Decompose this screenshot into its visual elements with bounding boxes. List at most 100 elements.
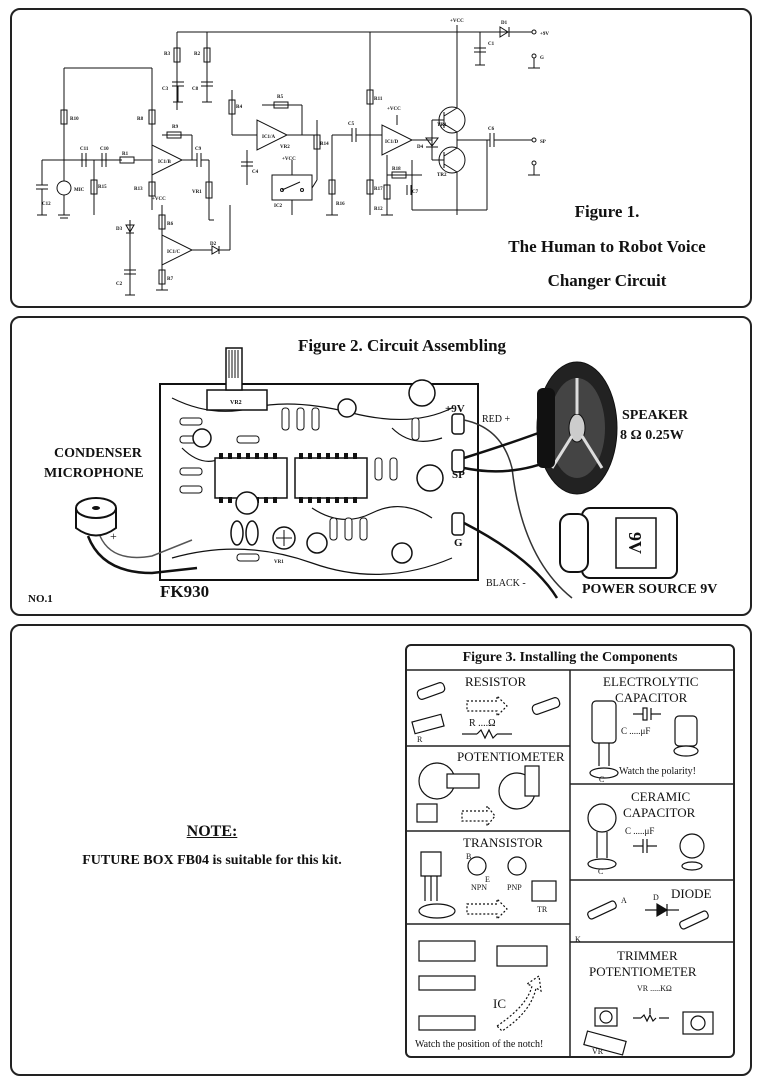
polarity-note: Watch the polarity! — [619, 766, 696, 777]
trans-b-label: B — [466, 852, 471, 861]
cer-c-label: C — [598, 867, 603, 876]
installing-components-box: Figure 3. Installing the Components — [405, 644, 735, 1058]
diode-title: DIODE — [671, 886, 712, 901]
condenser-microphone — [75, 497, 117, 537]
r5-label: R5 — [277, 95, 284, 100]
r10-label: R10 — [70, 117, 79, 122]
res-r-label: R — [417, 735, 423, 744]
black-wire-label: BLACK - — [486, 578, 526, 589]
r3-label: R3 — [164, 52, 171, 57]
assembly-diagram: VR1 VR2 — [75, 347, 678, 599]
page-number: NO.1 — [28, 593, 53, 605]
mic-plus-label: + — [110, 529, 117, 543]
ic1b-label: IC1/B — [158, 160, 171, 165]
c5-label: C5 — [348, 122, 355, 127]
nine-v-label: +9V — [540, 32, 549, 37]
ic1d-label: IC1/D — [385, 140, 398, 145]
ic1d-vcc-label: +VCC — [387, 107, 401, 112]
figure3-panel: NOTE: FUTURE BOX FB04 is suitable for th… — [10, 624, 752, 1076]
resistor-title: RESISTOR — [465, 674, 527, 689]
trimmer-title-line1: TRIMMER — [617, 948, 678, 963]
speaker-spec: 8 Ω 0.25W — [620, 428, 684, 443]
c12-label: C12 — [42, 202, 51, 207]
ic-title: IC — [493, 996, 506, 1011]
tr1-label: TR1 — [437, 123, 447, 128]
r9-label: R9 — [172, 125, 179, 130]
r16-label: R16 — [336, 202, 345, 207]
electrolytic-capacitor — [408, 379, 436, 407]
tr2-label: TR2 — [437, 173, 447, 178]
components-grid: R B NPN PNP TR E C C K A D VR — [407, 669, 733, 1058]
trimmer-vr-label: VR — [592, 1047, 604, 1056]
d4-label: D4 — [417, 145, 424, 150]
g-terminal: G — [454, 537, 463, 549]
c8-label: C8 — [192, 87, 199, 92]
r17-label: R17 — [374, 187, 383, 192]
g-label: G — [540, 56, 544, 61]
r11-label: R11 — [374, 97, 383, 102]
speaker — [536, 361, 618, 495]
r8-label: R8 — [137, 117, 144, 122]
diode-d-label: D — [653, 893, 659, 902]
speaker-label: SPEAKER — [622, 408, 689, 423]
c7-label: C7 — [412, 190, 419, 195]
nine-v-terminal: +9V — [445, 403, 465, 415]
ic1a-label: IC1/A — [262, 135, 275, 140]
r6-label: R6 — [167, 222, 174, 227]
red-wire-label: RED + — [482, 414, 511, 425]
c11-label: C11 — [80, 147, 89, 152]
diode-a-label: A — [621, 896, 627, 905]
diode-k-label: K — [575, 935, 581, 944]
r1-label: R1 — [122, 152, 129, 157]
d3-label: D3 — [116, 227, 123, 232]
transistor-title: TRANSISTOR — [463, 835, 543, 850]
ceramic-symbol: C .....μF — [625, 826, 655, 836]
electrolytic-title-line1: ELECTROLYTIC — [603, 674, 699, 689]
ceramic-title-line1: CERAMIC — [631, 789, 691, 804]
ic1c-vcc-label: +VCC — [152, 197, 166, 202]
r7-label: R7 — [167, 277, 174, 282]
r4-label: R4 — [236, 105, 243, 110]
r13-label: R13 — [134, 187, 143, 192]
schematic-diagram: +VCC +9V SP G MIC R10 C12 C11 C10 R15 R1… — [36, 19, 549, 296]
c6-label: C6 — [488, 127, 495, 132]
note-title: NOTE: — [186, 823, 238, 840]
elec-c-label: C — [599, 775, 604, 784]
note-text: FUTURE BOX FB04 is suitable for this kit… — [82, 853, 342, 868]
ic-chip-1 — [214, 457, 288, 499]
electrolytic-symbol: C .....μF — [621, 726, 651, 736]
sp-label: SP — [540, 140, 546, 145]
d1-label: D1 — [501, 21, 508, 26]
c10-label: C10 — [100, 147, 109, 152]
mic-label-line1: CONDENSER — [54, 446, 142, 461]
r12-label: R12 — [374, 207, 383, 212]
c3-label: C3 — [162, 87, 169, 92]
tr-label: TR — [537, 905, 548, 914]
vr2-pcb-label: VR2 — [230, 400, 242, 406]
vcc-label: +VCC — [450, 19, 464, 24]
trimmer-title-line2: POTENTIOMETER — [589, 964, 697, 979]
sp-terminal: SP — [452, 469, 465, 481]
c2-label: C2 — [116, 282, 123, 287]
battery-label: 9V — [625, 532, 645, 554]
vr1-label: VR1 — [192, 190, 202, 195]
c1-label: C1 — [488, 42, 495, 47]
r14-label: R14 — [320, 142, 329, 147]
trans-e-label: E — [485, 875, 490, 884]
pnp-label: PNP — [507, 883, 522, 892]
vr2-label: VR2 — [280, 145, 290, 150]
figure1-title: Figure 1. — [574, 202, 640, 221]
battery-9v: 9V — [559, 507, 678, 579]
figure2-panel: Figure 2. Circuit Assembling — [10, 316, 752, 616]
r2-label: R2 — [194, 52, 201, 57]
figure1-panel: +VCC +9V SP G MIC R10 C12 C11 C10 R15 R1… — [10, 8, 752, 308]
c9-label: C9 — [195, 147, 202, 152]
c4-label: C4 — [252, 170, 259, 175]
vr1-pcb-label: VR1 — [274, 560, 284, 565]
figure1-subtitle-line1: The Human to Robot Voice — [508, 237, 706, 256]
mic-label-line2: MICROPHONE — [44, 466, 144, 481]
ic2-label: IC2 — [274, 204, 283, 209]
trimmer-symbol: VR .....KΩ — [637, 984, 672, 993]
notch-note: Watch the position of the notch! — [415, 1039, 544, 1050]
ic1c-label: IC1/C — [167, 250, 180, 255]
